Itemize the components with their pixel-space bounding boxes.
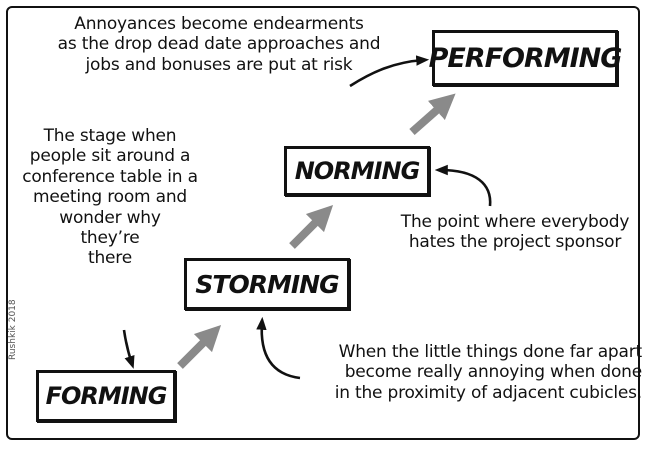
callout-arrow-performing [349, 55, 430, 88]
stage-forming: FORMING [36, 370, 176, 422]
callout-arrow-forming [122, 329, 135, 369]
progress-arrow-norming-to-performing [409, 93, 456, 135]
callout-arrow-norming [434, 164, 492, 207]
stage-storming: STORMING [184, 258, 350, 310]
stage-norming: NORMING [284, 146, 430, 196]
progress-arrow-forming-to-storming [177, 324, 222, 369]
performing-annotation: Annoyances become endearments as the dro… [57, 14, 381, 75]
stage-performing: PERFORMING [429, 30, 622, 86]
forming-annotation: The stage when people sit around a confe… [22, 126, 198, 269]
norming-annotation: The point where everybody hates the proj… [400, 212, 630, 253]
callout-arrow-storming [256, 316, 301, 380]
storming-annotation: When the little things done far apart be… [334, 342, 643, 403]
progress-arrow-storming-to-norming [289, 204, 334, 249]
